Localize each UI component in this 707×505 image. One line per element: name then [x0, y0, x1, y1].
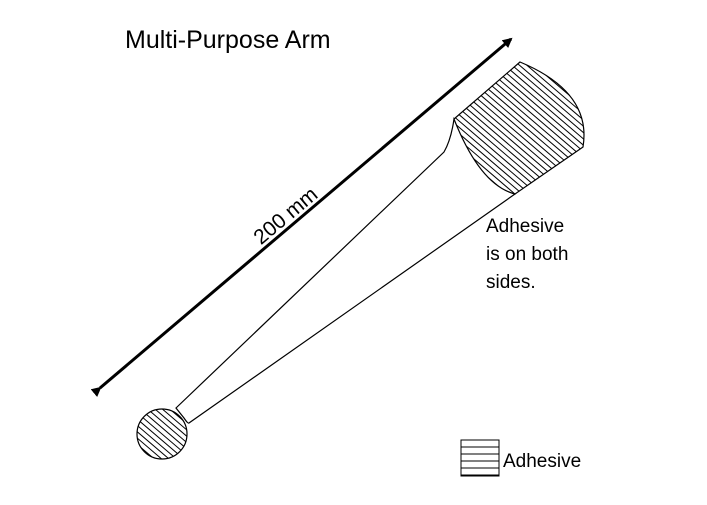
page-title: Multi-Purpose Arm	[125, 26, 331, 54]
pad-hatch-line	[484, 62, 584, 147]
pad-hatch-line	[454, 109, 554, 194]
pad-hatch-line	[454, 98, 563, 194]
ball-hatch-line	[140, 409, 187, 450]
note-line-2: is on both	[486, 244, 569, 265]
ball-hatch-line	[137, 422, 181, 459]
ball-hatch-line	[143, 409, 187, 446]
pad-hatch-line	[481, 62, 584, 151]
dimension-label: 200 mm	[249, 183, 322, 249]
arm-body	[175, 116, 517, 424]
note-line-3: sides.	[486, 272, 536, 293]
pad-hatch-line	[478, 62, 584, 155]
note-line-1: Adhesive	[486, 216, 565, 237]
ball-hatch-line	[146, 409, 187, 443]
ball-hatch-line	[137, 418, 184, 459]
legend-swatch	[460, 439, 500, 477]
adhesive-note: Adhesive is on both sides.	[486, 213, 568, 297]
dimension-arrow	[90, 37, 513, 397]
pad-hatch-line	[475, 62, 584, 158]
pad-hatch-line	[454, 105, 557, 194]
ball-hatch-line	[137, 425, 178, 459]
pad-hatch-line	[454, 101, 560, 194]
pad-hatch-line	[487, 62, 584, 144]
legend-label: Adhesive	[503, 451, 582, 472]
